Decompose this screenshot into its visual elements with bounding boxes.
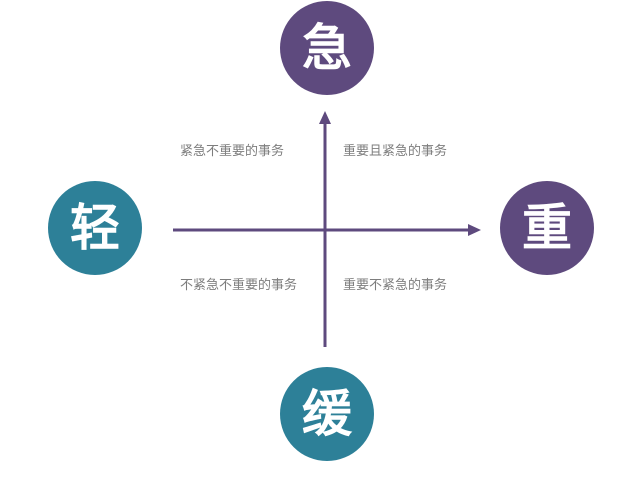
pole-important: 重 (500, 181, 594, 275)
pole-not-urgent-label: 缓 (302, 385, 352, 443)
arrow-right-icon (468, 224, 481, 236)
quadrant-important-urgent: 重要且紧急的事务 (343, 144, 448, 159)
pole-important-label: 重 (522, 199, 572, 257)
quadrant-not-urgent-unimportant: 不紧急不重要的事务 (180, 278, 298, 293)
pole-urgent-label: 急 (302, 19, 352, 77)
pole-not-urgent: 缓 (280, 367, 374, 461)
pole-urgent: 急 (280, 1, 374, 95)
pole-unimportant: 轻 (48, 181, 142, 275)
pole-unimportant-label: 轻 (70, 199, 120, 257)
quadrant-important-not-urgent: 重要不紧急的事务 (343, 278, 448, 293)
quadrant-urgent-unimportant: 紧急不重要的事务 (180, 144, 285, 159)
arrow-up-icon (319, 111, 331, 124)
